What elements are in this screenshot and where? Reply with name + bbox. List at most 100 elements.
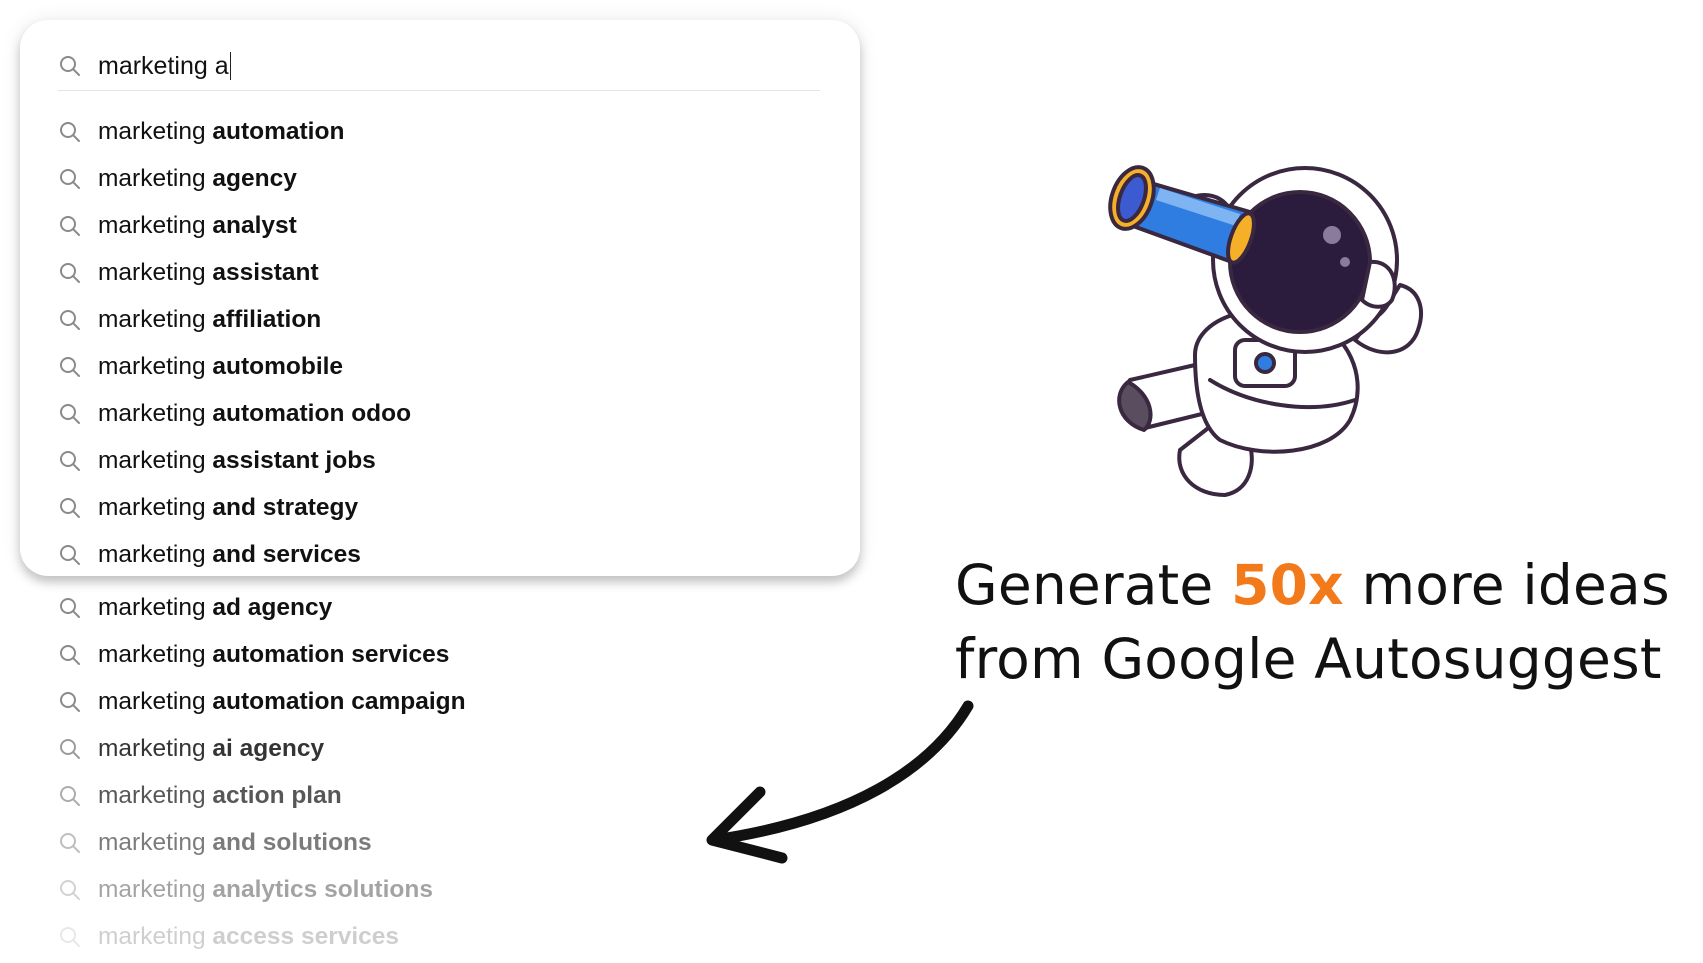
headline: Generate 50x more ideas from Google Auto… [955,548,1695,696]
suggestion-label: marketing assistant jobs [98,447,376,475]
suggestion-base-text: marketing [98,447,206,474]
suggestion-item[interactable]: marketing assistant [58,256,319,290]
suggestion-base-text: marketing [98,259,206,286]
search-icon [58,737,82,761]
search-input[interactable]: marketing a [98,51,232,81]
headline-line-2: from Google Autosuggest [955,627,1662,691]
search-icon [58,784,82,808]
suggestion-completion-text: assistant [212,259,319,286]
suggestion-base-text: marketing [98,165,206,192]
suggestion-item[interactable]: marketing ai agency [58,732,324,766]
search-icon [58,543,82,567]
search-icon [58,402,82,426]
suggestion-item[interactable]: marketing automation odoo [58,397,411,431]
suggestion-label: marketing action plan [98,782,342,810]
suggestion-completion-text: and solutions [212,829,372,856]
search-icon [58,690,82,714]
headline-prefix: Generate [955,553,1232,617]
suggestion-item[interactable]: marketing access services [58,920,399,954]
suggestion-base-text: marketing [98,735,206,762]
suggestion-label: marketing ai agency [98,735,324,763]
headline-accent: 50x [1231,553,1344,617]
suggestion-completion-text: ai agency [212,735,325,762]
search-icon [58,54,82,78]
suggestion-completion-text: analyst [212,212,297,239]
suggestion-item[interactable]: marketing agency [58,162,297,196]
search-icon [58,449,82,473]
suggestion-base-text: marketing [98,594,206,621]
suggestion-label: marketing automation services [98,641,449,669]
suggestion-item[interactable]: marketing analytics solutions [58,873,433,907]
suggestion-base-text: marketing [98,829,206,856]
suggestion-base-text: marketing [98,782,206,809]
suggestion-base-text: marketing [98,212,206,239]
suggestion-label: marketing automation odoo [98,400,411,428]
suggestion-item[interactable]: marketing assistant jobs [58,444,376,478]
suggestion-completion-text: and services [212,541,361,568]
suggestion-label: marketing automation campaign [98,688,466,716]
suggestion-completion-text: agency [212,165,297,192]
suggestion-completion-text: and strategy [212,494,359,521]
suggestion-item[interactable]: marketing and strategy [58,491,358,525]
search-icon [58,831,82,855]
search-icon [58,355,82,379]
suggestion-base-text: marketing [98,876,206,903]
suggestion-item[interactable]: marketing automation campaign [58,685,466,719]
headline-line-1: Generate 50x more ideas [955,548,1695,622]
search-icon [58,925,82,949]
suggestion-item[interactable]: marketing ad agency [58,591,332,625]
suggestion-item[interactable]: marketing affiliation [58,303,321,337]
suggestion-label: marketing analyst [98,212,297,240]
suggestion-base-text: marketing [98,306,206,333]
suggestion-item[interactable]: marketing automobile [58,350,343,384]
suggestion-completion-text: affiliation [212,306,322,333]
suggestion-label: marketing access services [98,923,399,951]
suggestion-completion-text: action plan [212,782,342,809]
suggestion-label: marketing automobile [98,353,343,381]
suggestion-completion-text: assistant jobs [212,447,376,474]
suggestion-label: marketing and solutions [98,829,372,857]
search-query-text: marketing a [98,51,229,80]
suggestion-completion-text: automation campaign [212,688,466,715]
suggestion-completion-text: automation [212,118,345,145]
suggestion-label: marketing and strategy [98,494,358,522]
search-bar[interactable]: marketing a [58,42,820,91]
suggestion-base-text: marketing [98,494,206,521]
suggestion-completion-text: automobile [212,353,344,380]
suggestion-completion-text: access services [212,923,400,950]
search-icon [58,261,82,285]
suggestion-base-text: marketing [98,641,206,668]
suggestion-base-text: marketing [98,353,206,380]
curved-arrow-icon [706,700,974,864]
suggestion-base-text: marketing [98,541,206,568]
suggestion-item[interactable]: marketing and services [58,538,361,572]
suggestion-completion-text: ad agency [212,594,333,621]
suggestion-base-text: marketing [98,923,206,950]
text-caret [229,52,232,80]
headline-suffix: more ideas [1343,553,1670,617]
suggestion-label: marketing automation [98,118,344,146]
suggestion-item[interactable]: marketing automation services [58,638,449,672]
suggestion-completion-text: analytics solutions [212,876,433,903]
suggestion-completion-text: automation odoo [212,400,412,427]
suggestion-base-text: marketing [98,688,206,715]
suggestion-base-text: marketing [98,118,206,145]
suggestion-item[interactable]: marketing analyst [58,209,297,243]
suggestion-item[interactable]: marketing automation [58,115,344,149]
search-icon [58,167,82,191]
suggestion-item[interactable]: marketing and solutions [58,826,372,860]
suggestion-label: marketing analytics solutions [98,876,433,904]
suggestion-base-text: marketing [98,400,206,427]
suggestion-label: marketing assistant [98,259,319,287]
suggestion-completion-text: automation services [212,641,450,668]
search-icon [58,214,82,238]
suggestion-label: marketing affiliation [98,306,321,334]
search-icon [58,308,82,332]
search-icon [58,643,82,667]
suggestion-label: marketing ad agency [98,594,332,622]
suggestion-item[interactable]: marketing action plan [58,779,342,813]
astronaut-illustration [1108,165,1423,497]
search-icon [58,120,82,144]
suggestion-label: marketing and services [98,541,361,569]
